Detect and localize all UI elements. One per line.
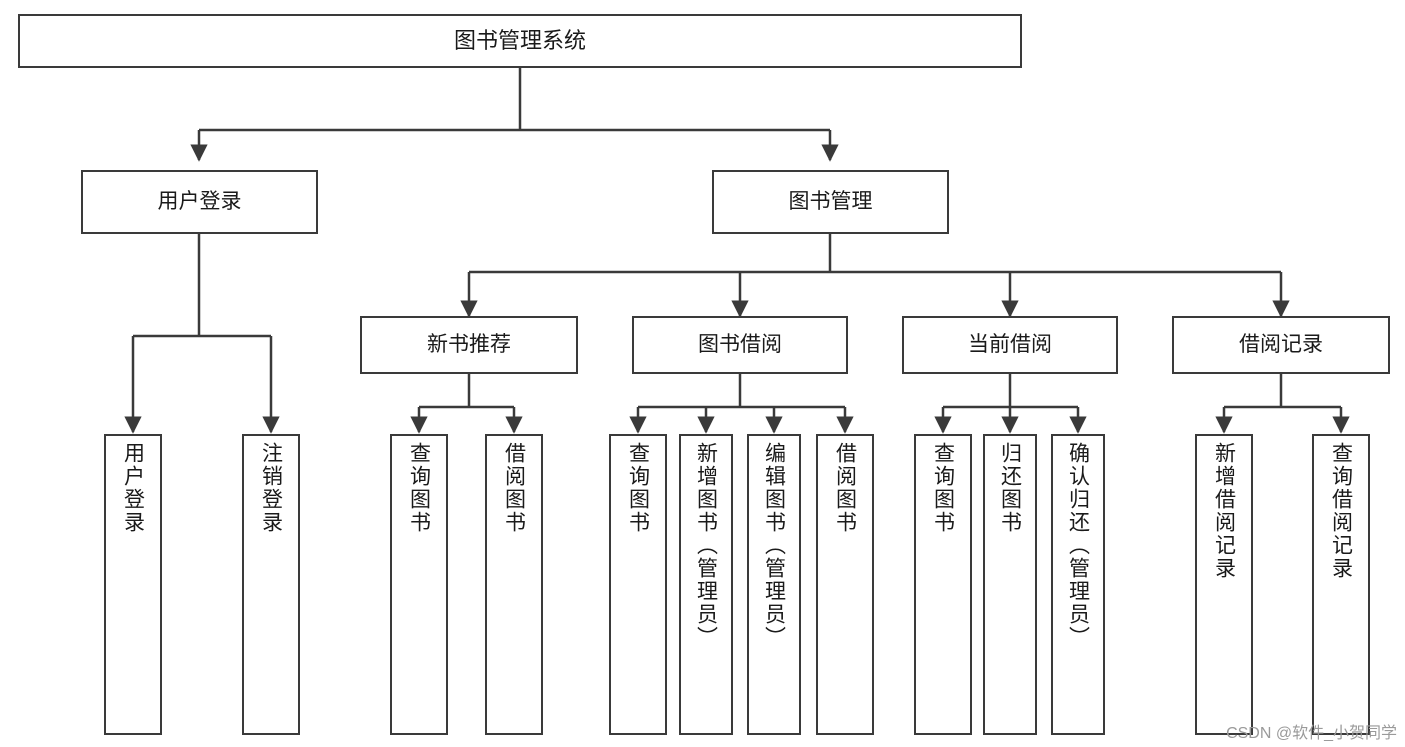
node-user-login[interactable]: 用户登录 (81, 170, 318, 234)
leaf-current-confirm-return[interactable]: 确认归还（管理员） (1051, 434, 1105, 735)
leaf-recommend-query-book[interactable]: 查询图书 (390, 434, 448, 735)
node-label: 编辑图书（管理员） (762, 442, 786, 649)
node-label: 注销登录 (259, 442, 283, 534)
node-current-borrow[interactable]: 当前借阅 (902, 316, 1118, 374)
leaf-borrow-edit-book[interactable]: 编辑图书（管理员） (747, 434, 801, 735)
node-label: 查询图书 (626, 442, 650, 534)
leaf-borrow-add-book[interactable]: 新增图书（管理员） (679, 434, 733, 735)
node-label: 用户登录 (121, 442, 145, 534)
node-label: 当前借阅 (968, 333, 1052, 357)
node-borrow-records[interactable]: 借阅记录 (1172, 316, 1390, 374)
node-label: 新书推荐 (427, 333, 511, 357)
node-label: 确认归还（管理员） (1066, 442, 1090, 649)
node-label: 查询图书 (407, 442, 431, 534)
leaf-borrow-borrow-book[interactable]: 借阅图书 (816, 434, 874, 735)
node-new-book-recommend[interactable]: 新书推荐 (360, 316, 578, 374)
node-label: 查询借阅记录 (1329, 442, 1353, 580)
node-label: 图书管理系统 (453, 27, 586, 53)
node-label: 归还图书 (998, 442, 1022, 534)
watermark: CSDN @软件_小贺同学 (1226, 725, 1397, 742)
node-root-system[interactable]: 图书管理系统 (18, 14, 1022, 68)
node-label: 新增图书（管理员） (694, 442, 718, 649)
node-label: 图书管理 (788, 190, 873, 214)
leaf-current-query-book[interactable]: 查询图书 (914, 434, 972, 735)
node-label: 查询图书 (931, 442, 955, 534)
leaf-current-return-book[interactable]: 归还图书 (983, 434, 1037, 735)
node-label: 借阅图书 (833, 442, 857, 534)
leaf-user-login-login[interactable]: 用户登录 (104, 434, 162, 735)
node-label: 借阅图书 (502, 442, 526, 534)
leaf-records-add-record[interactable]: 新增借阅记录 (1195, 434, 1253, 735)
leaf-records-query-record[interactable]: 查询借阅记录 (1312, 434, 1370, 735)
leaf-borrow-query-book[interactable]: 查询图书 (609, 434, 667, 735)
node-book-management[interactable]: 图书管理 (712, 170, 949, 234)
node-book-borrow[interactable]: 图书借阅 (632, 316, 848, 374)
node-label: 图书借阅 (698, 333, 782, 357)
node-label: 新增借阅记录 (1212, 442, 1236, 580)
node-label: 借阅记录 (1239, 333, 1323, 357)
leaf-recommend-borrow-book[interactable]: 借阅图书 (485, 434, 543, 735)
leaf-user-login-logout[interactable]: 注销登录 (242, 434, 300, 735)
node-label: 用户登录 (157, 190, 242, 214)
